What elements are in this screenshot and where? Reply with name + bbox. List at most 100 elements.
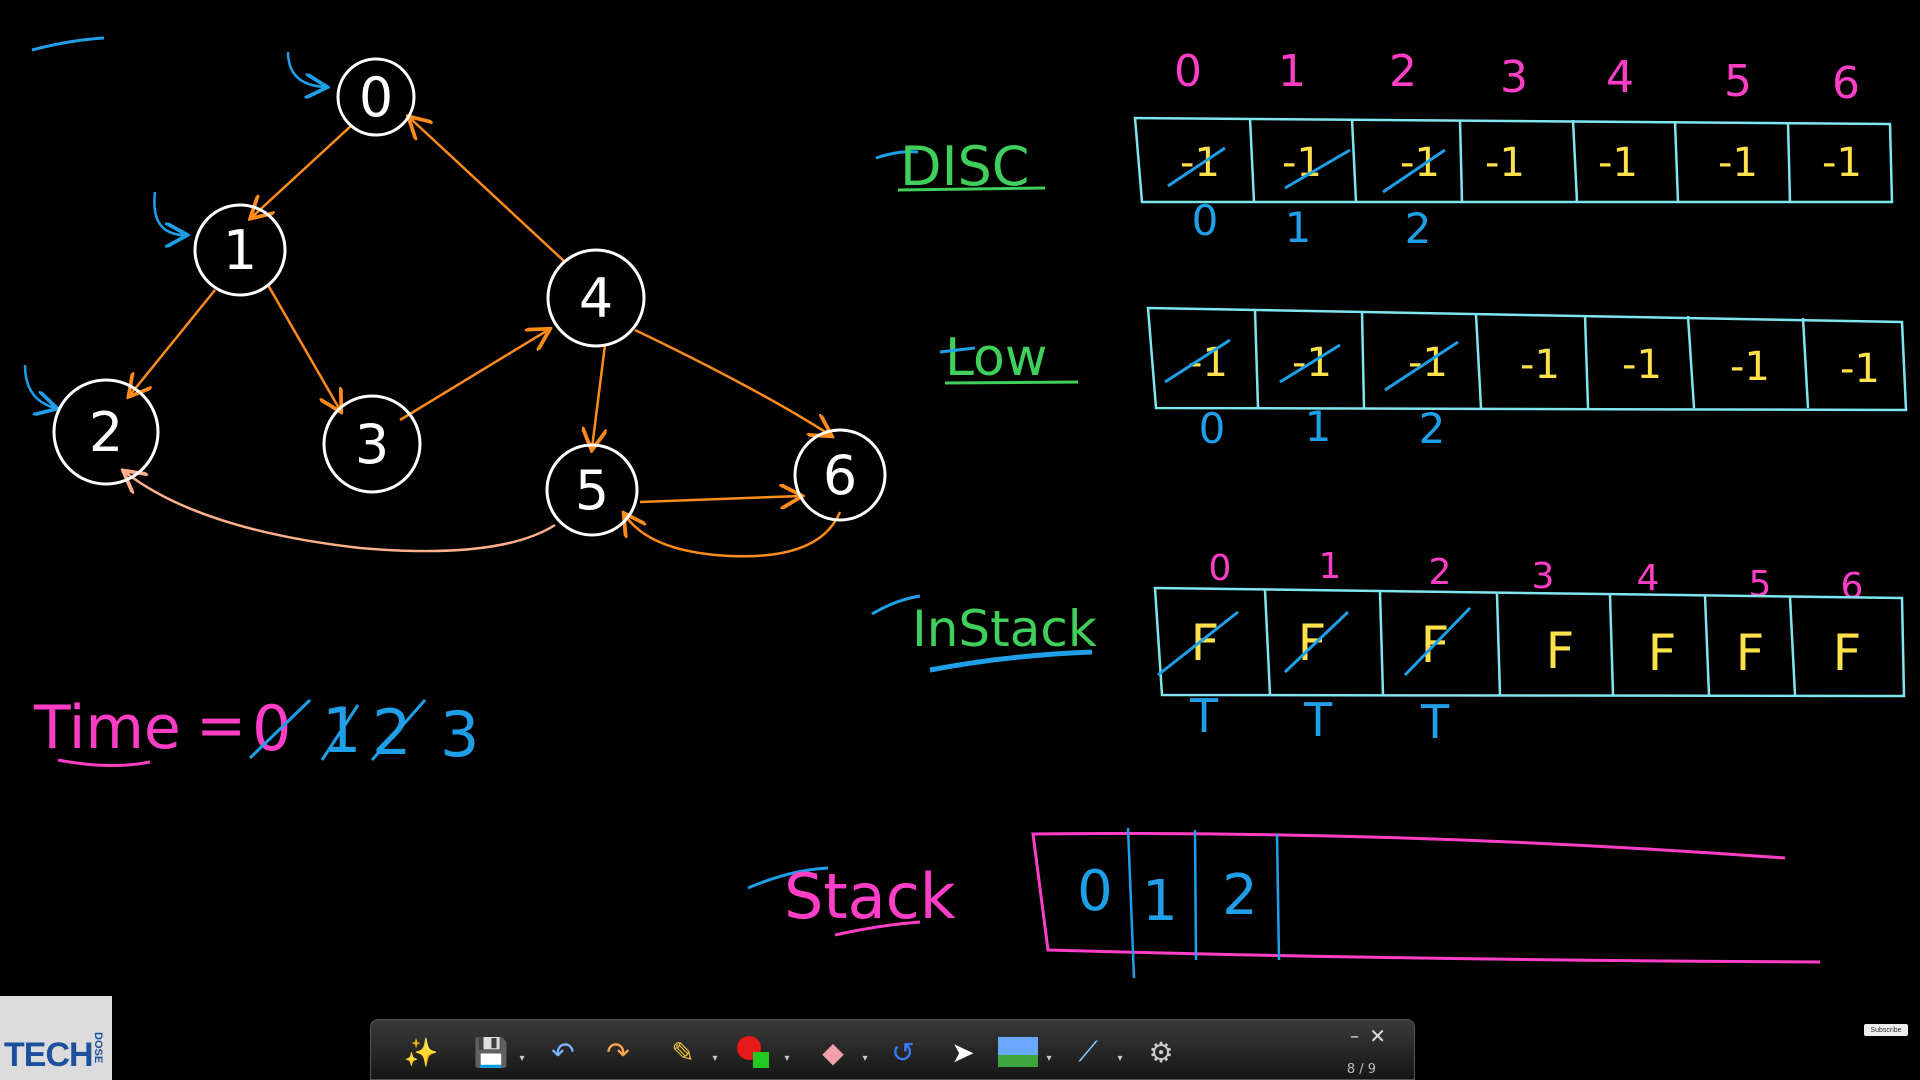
svg-text:-1: -1 — [1822, 140, 1862, 186]
stack-strike — [747, 866, 829, 890]
node-label-3: 3 — [355, 413, 389, 476]
graph-nodes — [52, 57, 887, 537]
svg-text:-1: -1 — [1840, 346, 1880, 392]
svg-text:0: 0 — [1174, 46, 1202, 97]
node-label-6: 6 — [823, 444, 857, 507]
svg-text:F: F — [1736, 624, 1765, 682]
instack-indices: 0 1 2 3 4 5 6 — [1209, 546, 1864, 607]
svg-text:-1: -1 — [1485, 140, 1525, 186]
svg-text:-1: -1 — [1730, 344, 1770, 390]
svg-text:1: 1 — [1278, 46, 1306, 97]
node-5 — [545, 443, 639, 537]
instack-label: InStack — [912, 600, 1097, 658]
svg-text:F: F — [1546, 622, 1575, 680]
time-value-0: 0 — [252, 692, 291, 765]
edge-1-2 — [130, 289, 216, 395]
svg-text:T: T — [1303, 693, 1333, 747]
pen-dropdown-icon[interactable]: ▾ — [712, 1052, 718, 1064]
undo-page-icon[interactable]: ↶ — [551, 1035, 575, 1069]
svg-text:F: F — [1648, 624, 1677, 682]
node-label-4: 4 — [579, 267, 613, 330]
node-0 — [336, 57, 416, 137]
low-label: Low — [945, 328, 1047, 388]
stack-item-1: 1 — [1142, 869, 1178, 934]
low-strike — [939, 346, 976, 354]
redo-page-icon[interactable]: ↷ — [606, 1035, 630, 1069]
pointer-icon[interactable]: ➤ — [951, 1035, 975, 1069]
disc-indices: 0 1 2 3 4 5 6 — [1174, 46, 1860, 109]
line-tool-icon[interactable]: ⟋ — [1078, 1035, 1098, 1068]
svg-text:6: 6 — [1832, 58, 1860, 109]
svg-text:T: T — [1420, 695, 1450, 749]
background-image-icon[interactable] — [996, 1030, 1040, 1074]
save-icon[interactable]: 💾 — [473, 1035, 509, 1069]
landscape-icon — [998, 1037, 1038, 1067]
stack-label: Stack — [784, 860, 956, 933]
svg-text:2: 2 — [1419, 404, 1446, 453]
low-underline — [944, 380, 1079, 385]
node-4 — [546, 248, 646, 348]
node-2 — [52, 378, 160, 486]
instack-underline — [929, 649, 1093, 673]
node-label-1: 1 — [223, 219, 257, 282]
node-label-2: 2 — [89, 401, 123, 464]
logo-sub: DOSE — [92, 1032, 104, 1064]
color-dropdown-icon[interactable]: ▾ — [784, 1052, 790, 1064]
time-value-3: 3 — [440, 698, 479, 771]
node-label-0: 0 — [359, 66, 393, 129]
time-value-2: 2 — [372, 696, 411, 769]
color-picker-icon[interactable] — [731, 1030, 775, 1074]
subscribe-badge[interactable]: Subscribe — [1864, 1024, 1908, 1036]
eraser-dropdown-icon[interactable]: ▾ — [862, 1052, 868, 1064]
low-updated: 0 1 2 — [1199, 402, 1446, 453]
edge-3-4 — [399, 330, 548, 422]
svg-text:0: 0 — [1192, 196, 1219, 245]
node-3 — [322, 394, 422, 494]
time-counter: Time = 0 1 2 3 — [33, 691, 479, 771]
line-dropdown-icon[interactable]: ▾ — [1117, 1052, 1123, 1064]
dfs-entry-arrows — [23, 51, 325, 408]
edge-6-5 — [625, 512, 842, 558]
svg-text:F: F — [1833, 624, 1862, 682]
svg-text:-1: -1 — [1598, 140, 1638, 186]
edge-4-0 — [410, 118, 566, 263]
page-indicator: 8 / 9 — [1346, 1062, 1376, 1077]
instack-array: 0 1 2 3 4 5 6 InStack F F F F F F F T — [871, 546, 1906, 749]
low-values: -1 -1 -1 -1 -1 -1 -1 — [1188, 340, 1880, 392]
edge-4-5 — [592, 344, 605, 448]
instack-updated: T T T — [1189, 689, 1450, 749]
svg-text:4: 4 — [1637, 558, 1660, 599]
svg-text:6: 6 — [1841, 566, 1864, 607]
stack-item-2: 2 — [1222, 863, 1258, 928]
time-label: Time — [33, 693, 181, 763]
undo-icon[interactable]: ↺ — [891, 1035, 915, 1069]
edge-5-6 — [639, 496, 800, 502]
disc-strike — [875, 150, 919, 160]
gear-icon[interactable]: ⚙ — [1148, 1035, 1174, 1069]
disc-updated: 0 1 2 — [1192, 196, 1432, 253]
background-dropdown-icon[interactable]: ▾ — [1046, 1052, 1052, 1064]
svg-text:5: 5 — [1724, 56, 1752, 107]
disc-array: 0 1 2 3 4 5 6 DISC -1 -1 -1 -1 -1 -1 -1 … — [875, 46, 1894, 253]
low-array: Low -1 -1 -1 -1 -1 -1 -1 0 1 2 — [939, 306, 1908, 453]
svg-text:5: 5 — [1749, 564, 1772, 605]
edge-1-3 — [266, 284, 340, 410]
svg-text:4: 4 — [1606, 52, 1634, 103]
disc-underline — [897, 186, 1046, 192]
svg-text:-1: -1 — [1718, 140, 1758, 186]
disc-values: -1 -1 -1 -1 -1 -1 -1 — [1180, 140, 1862, 186]
svg-text:1: 1 — [1319, 546, 1342, 587]
color-swatch-icon — [737, 1036, 769, 1068]
edge-0-1 — [252, 124, 353, 217]
pen-icon[interactable]: ✎ — [671, 1035, 695, 1069]
instack-values: F F F F F F F — [1191, 614, 1862, 682]
eraser-icon[interactable]: ◆ — [822, 1035, 844, 1069]
close-button[interactable]: ✕ — [1369, 1024, 1386, 1048]
node-label-5: 5 — [575, 459, 609, 522]
logo-text: TECH — [4, 1036, 94, 1074]
magic-wand-icon[interactable]: ✨ — [403, 1035, 439, 1069]
save-dropdown-icon[interactable]: ▾ — [519, 1052, 525, 1064]
stack-item-0: 0 — [1077, 859, 1113, 924]
minimize-button[interactable]: – — [1350, 1026, 1359, 1047]
